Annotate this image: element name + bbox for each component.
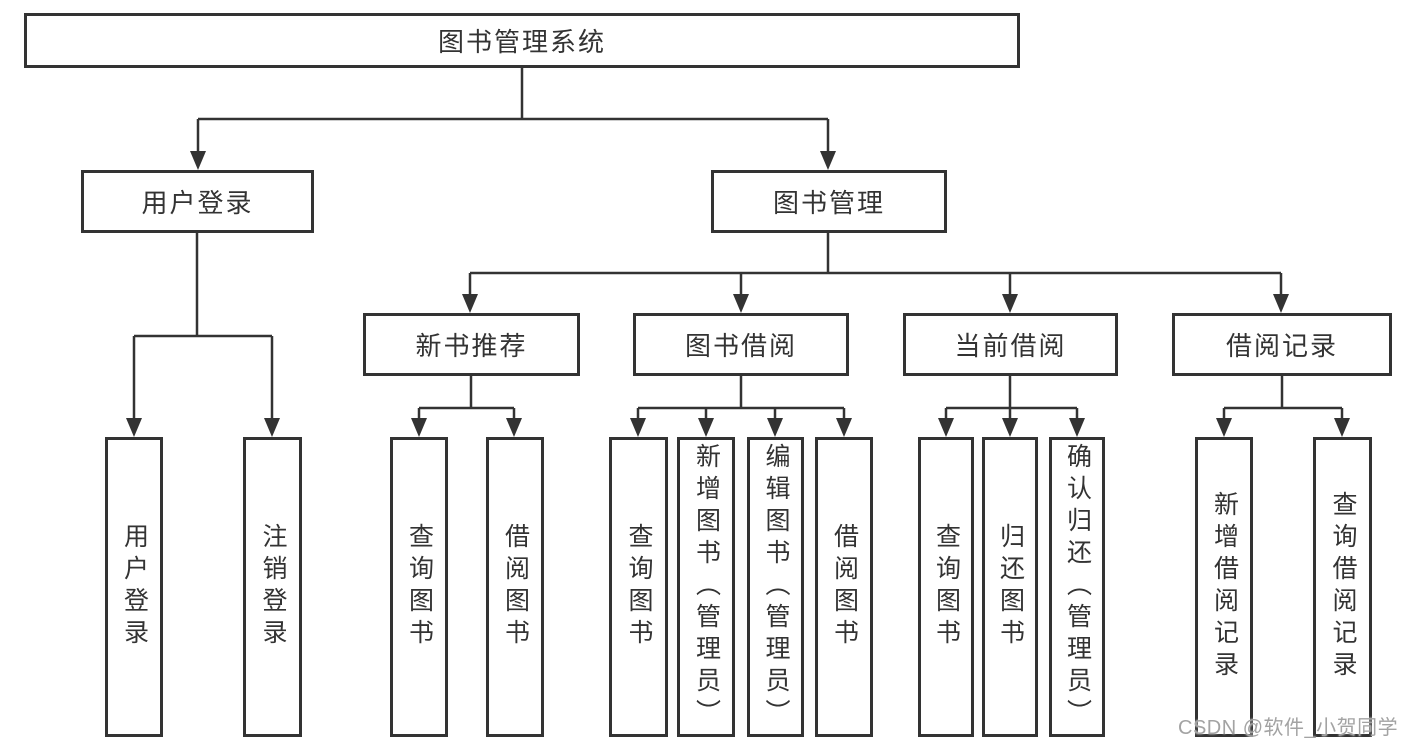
connector-root <box>196 68 830 156</box>
node-user-login: 用户登录 <box>81 170 314 233</box>
leaf-borrowing-borrow-books-label: 借阅图书 <box>830 523 859 651</box>
node-book-management: 图书管理 <box>711 170 947 233</box>
leaf-records-add-borrow-record-label: 新增借阅记录 <box>1210 491 1239 683</box>
leaf-current-confirm-return-admin-label: 确认归还（管理员） <box>1063 443 1092 731</box>
leaf-logout-label: 注销登录 <box>259 523 287 651</box>
connector-new-book-recommend <box>417 376 516 423</box>
leaf-recommend-borrow-books: 借阅图书 <box>486 437 544 737</box>
leaf-recommend-borrow-books-label: 借阅图书 <box>501 523 530 651</box>
node-new-book-recommend-label: 新书推荐 <box>415 331 528 361</box>
leaf-user-login-label: 用户登录 <box>120 523 149 651</box>
leaf-borrowing-query-books: 查询图书 <box>609 437 668 737</box>
leaf-records-query-borrow-record: 查询借阅记录 <box>1313 437 1372 737</box>
node-book-management-label: 图书管理 <box>772 188 885 218</box>
node-borrowing-records-label: 借阅记录 <box>1225 331 1338 361</box>
leaf-recommend-query-books-label: 查询图书 <box>405 523 434 651</box>
leaf-current-query-books-label: 查询图书 <box>932 523 961 651</box>
node-current-borrowing: 当前借阅 <box>903 313 1118 376</box>
leaf-records-query-borrow-record-label: 查询借阅记录 <box>1329 491 1357 683</box>
connector-book-borrowing <box>636 376 846 423</box>
leaf-current-return-books-label: 归还图书 <box>996 523 1025 651</box>
leaf-current-query-books: 查询图书 <box>918 437 974 737</box>
leaf-borrowing-add-books-admin-label: 新增图书（管理员） <box>692 443 721 731</box>
leaf-borrowing-query-books-label: 查询图书 <box>625 523 653 651</box>
leaf-recommend-query-books: 查询图书 <box>390 437 448 737</box>
node-borrowing-records: 借阅记录 <box>1172 313 1392 376</box>
node-root-label: 图书管理系统 <box>437 27 606 57</box>
leaf-borrowing-add-books-admin: 新增图书（管理员） <box>677 437 735 737</box>
node-new-book-recommend: 新书推荐 <box>363 313 580 376</box>
connector-current-borrowing <box>944 376 1079 423</box>
leaf-borrowing-edit-books-admin: 编辑图书（管理员） <box>747 437 804 737</box>
connector-borrowing-records <box>1222 376 1344 423</box>
leaf-records-add-borrow-record: 新增借阅记录 <box>1195 437 1253 737</box>
node-book-borrowing-label: 图书借阅 <box>684 331 797 361</box>
leaf-logout: 注销登录 <box>243 437 302 737</box>
connector-user-login <box>132 233 274 423</box>
leaf-current-return-books: 归还图书 <box>982 437 1038 737</box>
node-book-borrowing: 图书借阅 <box>633 313 849 376</box>
node-root: 图书管理系统 <box>24 13 1020 68</box>
node-user-login-label: 用户登录 <box>141 188 254 218</box>
csdn-watermark: CSDN @软件_小贺同学 <box>1178 717 1399 739</box>
leaf-borrowing-edit-books-admin-label: 编辑图书（管理员） <box>762 443 790 731</box>
leaf-user-login: 用户登录 <box>105 437 163 737</box>
leaf-current-confirm-return-admin: 确认归还（管理员） <box>1049 437 1105 737</box>
connector-book-management <box>468 233 1283 299</box>
leaf-borrowing-borrow-books: 借阅图书 <box>815 437 873 737</box>
node-current-borrowing-label: 当前借阅 <box>954 331 1067 361</box>
